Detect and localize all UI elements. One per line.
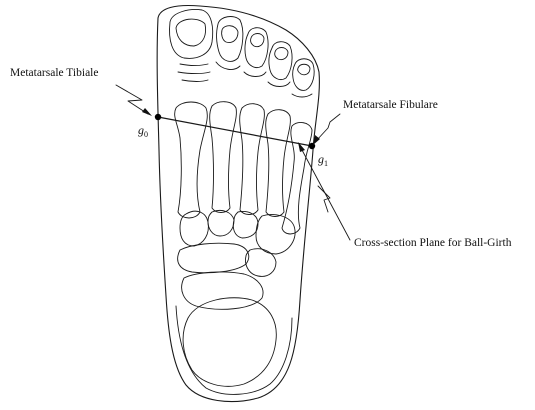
- fibulare-pointer: [316, 114, 340, 141]
- cuneiform-intermediate: [208, 210, 234, 236]
- label-cross-section-plane: Cross-section Plane for Ball-Girth: [354, 237, 512, 249]
- metatarsal-bones: [175, 102, 312, 234]
- label-g0: g0: [138, 123, 148, 139]
- point-g0: [155, 114, 161, 120]
- toe-crease-1: [180, 64, 208, 66]
- label-metatarsale-fibulare: Metatarsale Fibulare: [343, 99, 438, 111]
- fourth-toe-nail: [275, 48, 288, 60]
- big-toe-nail: [176, 19, 206, 46]
- tibiale-pointer: [116, 85, 148, 114]
- toe-crease-4: [216, 62, 240, 69]
- metatarsal-3: [240, 104, 265, 215]
- navicular: [178, 243, 249, 272]
- toe-crease-2: [178, 72, 210, 74]
- toe-crease-5: [244, 72, 266, 77]
- toe-crease-7: [292, 94, 312, 97]
- metatarsal-1: [175, 102, 208, 218]
- label-metatarsale-tibiale: Metatarsale Tibiale: [10, 67, 98, 79]
- tibiale-arrowhead: [142, 108, 152, 116]
- second-toe: [217, 17, 243, 62]
- third-toe-nail: [251, 34, 264, 47]
- toe-crease-3: [182, 80, 208, 82]
- cuneiform-lateral: [233, 212, 258, 239]
- metatarsal-4: [266, 110, 291, 217]
- talus: [182, 272, 263, 309]
- tarsal-bones: [176, 210, 295, 394]
- tarsal-lateral: [246, 249, 277, 277]
- plane-squiggle: [318, 186, 330, 212]
- toes: [170, 10, 315, 98]
- toe-crease-6: [268, 82, 290, 87]
- metatarsal-5: [282, 123, 312, 234]
- big-toe: [170, 10, 213, 59]
- calcaneus: [183, 298, 276, 387]
- second-toe-nail: [222, 26, 238, 43]
- cuneiform-medial: [180, 211, 208, 246]
- label-g1: g1: [318, 152, 328, 168]
- metatarsal-2: [210, 102, 237, 213]
- fifth-toe-nail: [298, 64, 310, 75]
